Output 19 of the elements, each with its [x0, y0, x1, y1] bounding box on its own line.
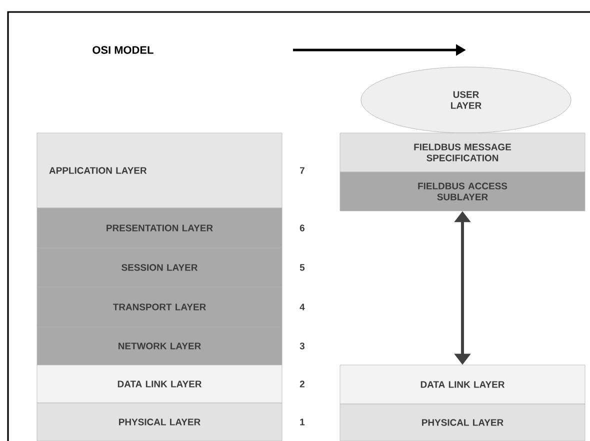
layer-number: 6 [300, 224, 304, 232]
layer-box: DATA LINK LAYER [36, 364, 282, 404]
layer-box: DATA LINK LAYER [340, 364, 586, 404]
layer-box: PHYSICAL LAYER [340, 404, 586, 441]
layer-box: SESSION LAYER [36, 248, 282, 288]
layer-number: 1 [300, 418, 305, 426]
layer-number: 4 [300, 304, 305, 310]
layer-box: APPLICATION LAYER [36, 132, 282, 208]
layer-box: PHYSICAL LAYER [36, 402, 282, 441]
layer-box: FIELDBUS ACCESS SUBLAYER [340, 172, 586, 212]
layer-box: TRANSPORT LAYER [36, 286, 282, 328]
layer-box: FIELDBUS MESSAGE SPECIFICATION [340, 132, 586, 172]
layer-box: PRESENTATION LAYER [36, 208, 282, 248]
layer-number: 7 [300, 167, 304, 174]
layer-box: NETWORK LAYER [36, 326, 282, 366]
heading-text: OSI MODEL [92, 46, 154, 54]
layer-number: 3 [300, 342, 304, 350]
layer-number: 5 [300, 264, 305, 271]
layer-number: 2 [300, 380, 304, 388]
